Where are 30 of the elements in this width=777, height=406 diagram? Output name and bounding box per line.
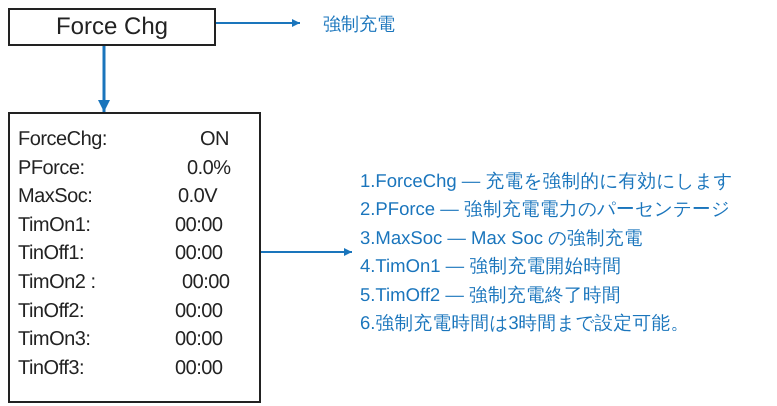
arrow <box>261 248 352 256</box>
setting-name: TinOff1: <box>18 242 84 266</box>
setting-name: TimOn3: <box>18 328 90 352</box>
setting-value: 00:00 <box>175 356 223 380</box>
note-text: 3.MaxSoc — Max Soc の強制充電 <box>360 226 644 250</box>
setting-name: TimOn2 : <box>18 271 96 294</box>
menu-screen-box <box>8 112 261 403</box>
setting-name: MaxSoc: <box>18 185 92 208</box>
note-text: 6.強制充電時間は3時間まで設定可能。 <box>360 311 690 335</box>
caption-text: 強制充電 <box>300 12 395 36</box>
setting-value: 00:00 <box>175 242 223 266</box>
setting-value: 0.0% <box>187 156 231 180</box>
setting-name: TimOn1: <box>18 214 90 237</box>
setting-name: PForce: <box>18 156 85 180</box>
setting-name: TinOff2: <box>18 300 84 323</box>
setting-value: 00:00 <box>175 214 223 237</box>
note-text: 5.TimOff2 — 強制充電終了時間 <box>360 282 621 307</box>
menu-title-box: Force Chg <box>8 8 216 46</box>
setting-value: 00:00 <box>175 328 223 352</box>
setting-value: 00:00 <box>182 271 230 294</box>
setting-name: ForceChg: <box>18 128 107 151</box>
setting-value: 00:00 <box>175 300 223 323</box>
arrow <box>98 46 110 112</box>
setting-name: TinOff3: <box>18 356 84 380</box>
note-text: 1.ForceChg — 充電を強制的に有効にします <box>360 169 732 193</box>
setting-value: 0.0V <box>178 185 218 208</box>
setting-value: ON <box>200 128 229 151</box>
arrow <box>216 19 300 27</box>
note-text: 4.TimOn1 — 強制充電開始時間 <box>360 254 622 278</box>
note-text: 2.PForce — 強制充電電力のパーセンテージ <box>360 197 730 222</box>
